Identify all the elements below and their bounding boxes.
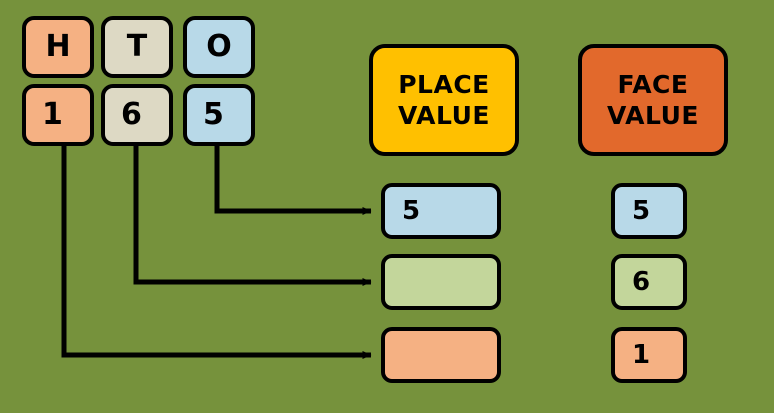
place-value-box-hundreds[interactable] — [381, 327, 501, 383]
digit-card-hundreds-label: 1 — [42, 97, 63, 132]
place-header-tens: T — [101, 16, 173, 78]
place-value-box-tens[interactable] — [381, 254, 501, 310]
digit-card-tens: 6 — [101, 84, 173, 146]
face-value-box-tens[interactable]: 6 — [611, 254, 687, 310]
digit-card-ones-label: 5 — [203, 97, 224, 132]
face-value-box-ones-label: 5 — [632, 196, 651, 226]
legend-place-value-line1: PLACE — [398, 70, 490, 99]
face-value-box-ones[interactable]: 5 — [611, 183, 687, 239]
digit-card-tens-label: 6 — [121, 97, 142, 132]
legend-face-value: FACE VALUE — [578, 44, 728, 156]
connector-ones-to-place-value-1 — [214, 146, 372, 215]
place-header-hundreds-label: H — [45, 29, 71, 64]
legend-place-value-line2: VALUE — [398, 101, 490, 130]
place-header-ones-label: O — [206, 29, 232, 64]
legend-face-value-line2: VALUE — [607, 101, 699, 130]
digit-card-hundreds: 1 — [22, 84, 94, 146]
legend-face-value-line1: FACE — [617, 70, 689, 99]
face-value-box-tens-label: 6 — [632, 267, 651, 297]
face-value-box-hundreds-label: 1 — [632, 340, 651, 370]
place-header-ones: O — [183, 16, 255, 78]
connector-hundreds-to-place-value-3 — [61, 146, 372, 359]
digit-card-ones: 5 — [183, 84, 255, 146]
face-value-box-hundreds[interactable]: 1 — [611, 327, 687, 383]
place-value-box-ones-label: 5 — [402, 196, 421, 226]
connector-tens-to-place-value-2 — [133, 146, 372, 286]
place-header-hundreds: H — [22, 16, 94, 78]
legend-place-value: PLACE VALUE — [369, 44, 519, 156]
place-header-tens-label: T — [126, 29, 148, 64]
place-value-box-ones[interactable]: 5 — [381, 183, 501, 239]
